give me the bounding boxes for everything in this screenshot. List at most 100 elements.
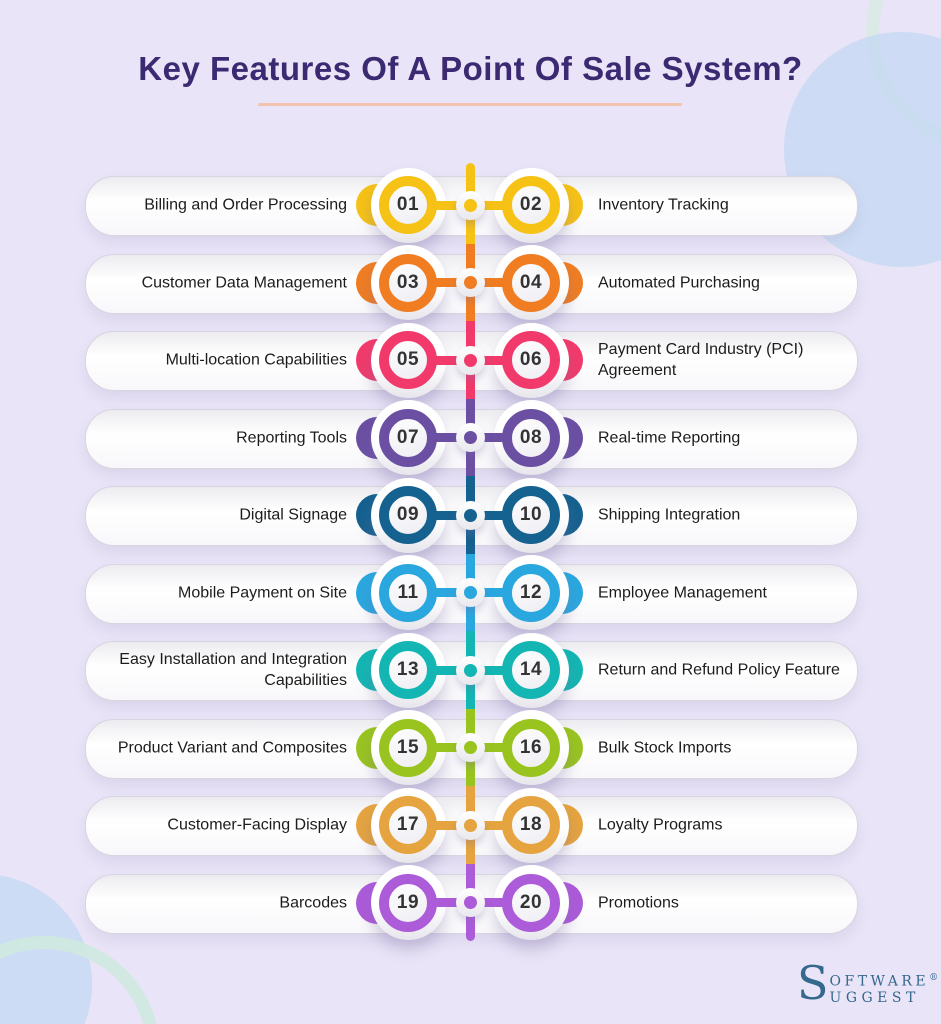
connector-left: [432, 200, 470, 210]
timeline-dot: [455, 733, 485, 762]
feature-label-right: Inventory Tracking: [598, 196, 729, 214]
number-badge-left-ring: 05: [379, 331, 437, 389]
feature-label-right: Automated Purchasing: [598, 274, 760, 291]
connector-left: [432, 355, 470, 365]
connector-left: [432, 278, 470, 287]
feature-number-right: 10: [519, 504, 543, 525]
number-badge-right-ring: 04: [502, 253, 560, 312]
number-badge-right: 20: [493, 865, 569, 940]
number-badge-left-ring: 11: [379, 563, 437, 622]
feature-label-right: Shipping Integration: [598, 506, 741, 524]
logo-initial: S: [797, 956, 829, 1010]
feature-label-left: Barcodes: [279, 894, 347, 911]
timeline-dot: [455, 423, 485, 452]
feature-number-left: 19: [396, 891, 420, 913]
feature-number-left: 11: [397, 581, 419, 603]
number-badge-right-ring: 02: [502, 176, 560, 234]
connector-right: [470, 588, 508, 597]
feature-number-right: 14: [519, 659, 543, 680]
timeline-dot-center: [463, 353, 477, 367]
number-badge-left-ring: 07: [379, 408, 437, 467]
logo-wordmark: OFTWARE® UGGEST: [830, 961, 939, 1007]
title-underline: [258, 103, 682, 106]
number-badge-right: 16: [493, 710, 569, 785]
timeline-dot-center: [463, 586, 477, 599]
timeline-dot-center: [463, 741, 477, 754]
feature-number-left: 17: [396, 814, 420, 835]
number-badge-right-ring: 20: [502, 873, 560, 932]
number-badge-left: 09: [370, 477, 446, 553]
connector-right: [470, 510, 508, 520]
timeline-dot: [455, 888, 485, 917]
timeline-dot: [455, 578, 485, 607]
feature-label-left: Customer-Facing Display: [167, 816, 347, 834]
connector-right: [470, 278, 508, 287]
logo-word-top-text: OFTWARE: [829, 973, 930, 990]
number-badge-right-ring: 12: [502, 563, 560, 622]
connector-left: [432, 820, 470, 830]
logo-word-software: OFTWARE®: [830, 970, 939, 990]
connector-left: [432, 588, 470, 597]
number-badge-left-ring: 15: [379, 718, 437, 777]
feature-number-left: 03: [396, 271, 420, 293]
number-badge-left-ring: 13: [379, 641, 437, 699]
number-badge-left: 11: [370, 555, 446, 630]
number-badge-right: 04: [493, 245, 569, 320]
feature-number-left: 09: [396, 504, 420, 525]
feature-label-left: Reporting Tools: [236, 429, 347, 446]
number-badge-right: 18: [493, 787, 569, 863]
connector-right: [470, 355, 508, 365]
feature-label-right: Payment Card Industry (PCI) Agreement: [598, 341, 804, 379]
number-badge-left: 17: [370, 787, 446, 863]
feature-label-left: Mobile Payment on Site: [178, 584, 347, 601]
feature-label-left: Customer Data Management: [141, 274, 347, 291]
feature-number-left: 07: [396, 426, 420, 448]
feature-number-right: 08: [519, 426, 543, 448]
number-badge-right-ring: 16: [502, 718, 560, 777]
number-badge-left-ring: 19: [379, 873, 437, 932]
feature-label-right: Bulk Stock Imports: [598, 739, 732, 756]
feature-label-left: Billing and Order Processing: [144, 196, 347, 214]
feature-number-left: 05: [396, 349, 420, 370]
number-badge-right: 02: [493, 167, 569, 243]
connector-right: [470, 200, 508, 210]
number-badge-right-ring: 06: [502, 331, 560, 389]
timeline-dot-center: [463, 276, 477, 289]
timeline-dot-center: [463, 663, 477, 677]
timeline-dot-center: [463, 431, 477, 444]
connector-left: [432, 510, 470, 520]
timeline-dot: [455, 810, 485, 840]
number-badge-left: 19: [370, 865, 446, 940]
number-badge-left: 13: [370, 632, 446, 708]
feature-number-right: 20: [519, 891, 543, 913]
connector-right: [470, 433, 508, 442]
number-badge-right-ring: 14: [502, 641, 560, 699]
feature-label-left: Digital Signage: [239, 506, 347, 524]
number-badge-right: 06: [493, 322, 569, 398]
number-badge-left: 07: [370, 400, 446, 475]
feature-number-left: 15: [396, 736, 420, 758]
number-badge-left: 05: [370, 322, 446, 398]
number-badge-left-ring: 03: [379, 253, 437, 312]
timeline-dot: [455, 345, 485, 375]
number-badge-left: 01: [370, 167, 446, 243]
connector-left: [432, 743, 470, 752]
number-badge-left-ring: 01: [379, 176, 437, 234]
feature-label-left: Product Variant and Composites: [117, 739, 347, 756]
feature-label-right: Real-time Reporting: [598, 429, 741, 446]
feature-label-right: Employee Management: [598, 584, 767, 601]
connector-left: [432, 898, 470, 907]
number-badge-right-ring: 08: [502, 408, 560, 467]
connector-right: [470, 665, 508, 675]
connector-right: [470, 820, 508, 830]
number-badge-left: 15: [370, 710, 446, 785]
feature-label-left: Multi-location Capabilities: [165, 351, 347, 369]
number-badge-right: 08: [493, 400, 569, 475]
timeline-dot-center: [463, 818, 477, 832]
number-badge-left-ring: 09: [379, 486, 437, 544]
feature-number-right: 18: [519, 814, 543, 835]
feature-number-right: 02: [519, 194, 543, 215]
feature-label-left: Easy Installation and Integration Capabi…: [119, 651, 347, 689]
